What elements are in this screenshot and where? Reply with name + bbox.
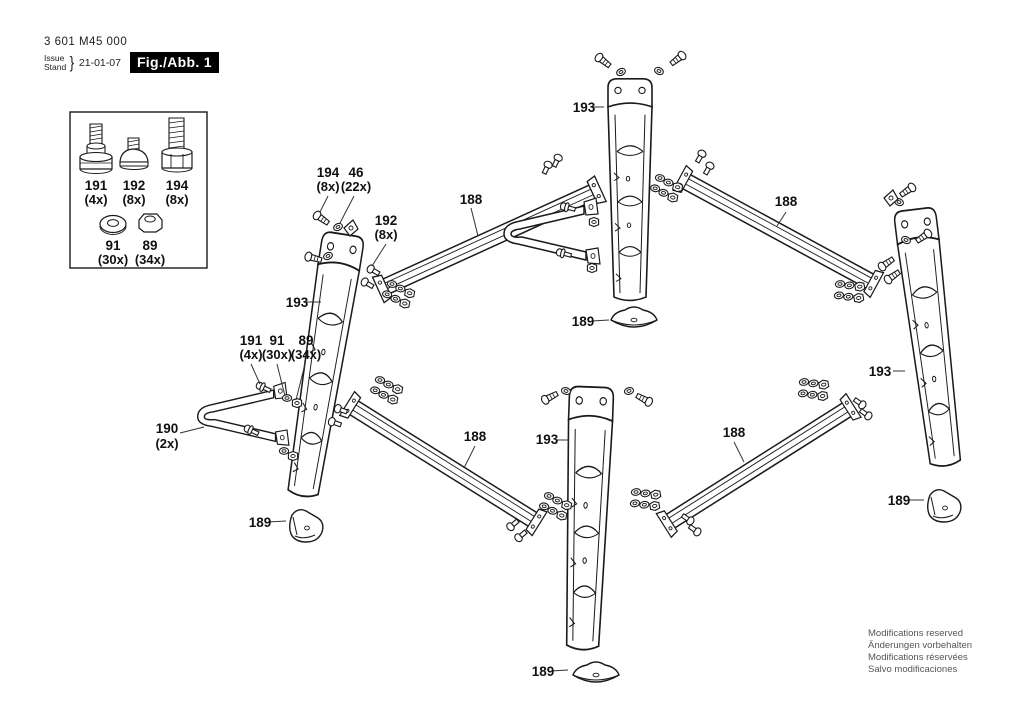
callout-91-qty: (30x): [262, 347, 292, 362]
callout-46: 46: [348, 165, 364, 180]
nut-icon: [138, 213, 163, 233]
callout-191: 191: [240, 333, 263, 348]
callout-192-qty: (8x): [374, 227, 397, 242]
callout-189-right: 189: [888, 493, 911, 508]
legend-191-qty: (4x): [84, 192, 107, 207]
callout-194-qty: (8x): [316, 179, 339, 194]
callout-190: 190: [156, 421, 179, 436]
figure-label-box: Fig./Abb. 1: [129, 52, 219, 73]
legend-89-qty: (34x): [135, 252, 165, 267]
callout-193-right: 193: [869, 364, 892, 379]
notice-line-de: Änderungen vorbehalten: [868, 640, 973, 652]
legend-91-qty: (30x): [98, 252, 128, 267]
legend-192-qty: (8x): [122, 192, 145, 207]
issue-row: Issue Stand } 21-01-07 Fig./Abb. 1: [44, 52, 219, 73]
foot-right: [927, 488, 962, 523]
callout-188-top-right: 188: [775, 194, 798, 209]
part-number: 3 601 M45 000: [44, 36, 128, 48]
callout-46-qty: (22x): [341, 179, 371, 194]
leg-right: [892, 206, 968, 470]
callout-193-top: 193: [573, 100, 596, 115]
callout-188-bottom-left: 188: [464, 429, 487, 444]
modifications-notice: Modifications reserved Änderungen vorbeh…: [868, 628, 972, 677]
legend-89: 89: [142, 238, 157, 253]
callout-91: 91: [269, 333, 285, 348]
legend-194-qty: (8x): [165, 192, 188, 207]
notice-line-fr: Modifications réservées: [868, 652, 968, 664]
flange-screw-icon: [119, 137, 149, 170]
stand-label: Stand: [44, 61, 67, 72]
callout-189-bottom: 189: [532, 664, 555, 679]
brace-bottom-left: [338, 390, 548, 537]
callout-188-top-left: 188: [460, 192, 483, 207]
callout-89-qty: (34x): [291, 347, 321, 362]
callout-190-qty: (2x): [155, 436, 178, 451]
legend-91: 91: [105, 238, 121, 253]
leg-top-center: [607, 77, 653, 302]
callout-191-qty: (4x): [239, 347, 262, 362]
header: 3 601 M45 000 Issue Stand } 21-01-07 Fig…: [44, 36, 219, 73]
callout-193-left: 193: [286, 295, 309, 310]
issue-label: Issue: [44, 52, 65, 63]
support-bracket-190: [196, 381, 290, 446]
notice-line-es: Salvo modificaciones: [868, 664, 958, 676]
issue-stand-labels: Issue Stand: [44, 52, 67, 72]
callout-194: 194: [317, 165, 340, 180]
foot-left: [289, 508, 324, 543]
callout-89: 89: [298, 333, 313, 348]
legend-194: 194: [166, 178, 189, 193]
foot-bottom-center: [572, 661, 620, 683]
foot-top-center: [610, 306, 658, 328]
brace-top-left: [371, 175, 607, 304]
legend-box: 191 (4x) 192 (8x) 194 (8x) 91 (30x) 89 (…: [69, 111, 208, 269]
legend-191: 191: [85, 178, 108, 193]
callouts: 194 (8x) 46 (22x) 192 (8x) 188 193 188 1…: [155, 100, 910, 679]
callout-189-left: 189: [249, 515, 272, 530]
callout-192: 192: [375, 213, 398, 228]
callout-188-bottom-right: 188: [723, 425, 746, 440]
issue-brace: }: [69, 52, 75, 72]
notice-line-en: Modifications reserved: [868, 628, 964, 639]
brace-top-right: [672, 164, 885, 299]
washer-icon: [99, 214, 127, 235]
flange-bolt-icon: [79, 123, 113, 174]
leader-lines: [179, 106, 924, 672]
hex-bolt-icon: [161, 117, 193, 173]
callout-189-top: 189: [572, 314, 595, 329]
leg-bottom-center: [559, 385, 615, 652]
issue-date: 21-01-07: [78, 56, 121, 69]
legend-192: 192: [123, 178, 146, 193]
callout-193-bottom: 193: [536, 432, 559, 447]
